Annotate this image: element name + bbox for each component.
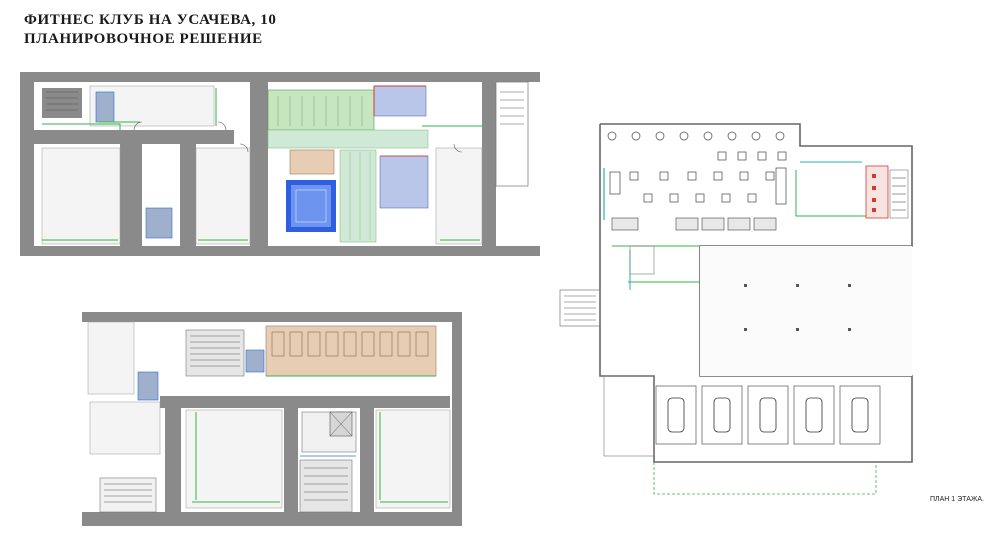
lower-plan-toilet-1 (245, 349, 265, 373)
upper-plan-annex (495, 81, 529, 187)
lower-plan-mid-wall (160, 396, 450, 408)
ground-floor-sw-room (603, 375, 655, 457)
cafe-tables (607, 131, 787, 205)
lower-plan-ramp (99, 477, 157, 513)
shower-zone (339, 149, 377, 243)
lower-plan-south-wall (82, 512, 462, 526)
basement-plan-lower (82, 312, 462, 526)
upper-plan-west-wall (20, 72, 34, 256)
ground-floor-entrance-steps (559, 289, 601, 327)
pool-water (291, 185, 331, 227)
upper-plan-east-wall (482, 82, 496, 246)
lower-plan-room-d (375, 409, 451, 509)
upper-plan-pier-2 (250, 82, 268, 246)
lower-plan-room-c (185, 409, 283, 509)
upper-plan-pier-3 (180, 144, 196, 246)
lower-plan-toilet-2 (137, 371, 159, 401)
lower-plan-room-b (89, 401, 161, 455)
upper-plan-south-wall (20, 246, 540, 256)
upper-plan-stair-block (42, 88, 82, 118)
aerobics-zone-2 (379, 155, 429, 209)
parking-bays (655, 385, 881, 445)
changing-room-zone (265, 325, 437, 377)
lower-plan-pier-1 (165, 408, 181, 512)
toilet-room-1 (95, 91, 115, 123)
lower-plan-stair (185, 329, 245, 377)
ground-floor-stair-west (629, 245, 655, 275)
upper-plan-room-a (41, 147, 121, 245)
basement-plan-upper (20, 72, 540, 256)
service-room (865, 165, 889, 219)
page-title-line-2: ПЛАНИРОВОЧНОЕ РЕШЕНИЕ (24, 31, 263, 47)
aerobics-zone-1 (373, 85, 427, 117)
lower-plan-north-wall (82, 312, 462, 322)
lower-plan-pier-3 (360, 408, 374, 512)
lower-plan-room-a (87, 321, 135, 395)
main-hall (700, 246, 912, 376)
page-title-line-1: ФИТНЕС КЛУБ НА УСАЧЕВА, 10 (24, 12, 277, 28)
toilet-room-2 (145, 207, 173, 239)
ground-floor-stair-east (889, 169, 909, 219)
upper-plan-room-b (195, 147, 251, 245)
upper-plan-room-d (435, 147, 483, 245)
parked-cars (667, 397, 869, 433)
corridor-wet-zone (267, 129, 429, 149)
hall-columns (744, 284, 851, 331)
ramp-outline (653, 462, 877, 495)
upper-plan-corridor-wall (34, 130, 234, 144)
lower-plan-pier-2 (284, 408, 298, 512)
gym-zone (267, 89, 375, 131)
upper-plan-north-wall (20, 72, 540, 82)
upper-plan-pier-1 (120, 144, 142, 246)
lower-plan-stair-2 (299, 459, 353, 513)
floor-plan-caption: ПЛАН 1 ЭТАЖА. (930, 496, 984, 503)
ground-floor-plan (559, 123, 913, 495)
lower-plan-east-wall (452, 312, 462, 526)
cafe-bench-row (611, 217, 777, 231)
sauna-zone (289, 149, 335, 175)
